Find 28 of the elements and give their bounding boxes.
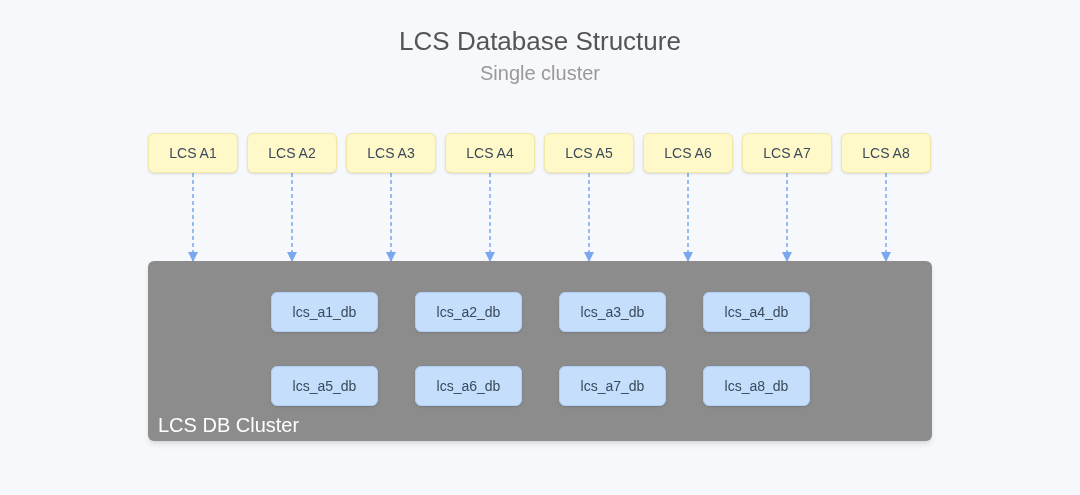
dashed-arrow [485, 172, 495, 262]
dashed-arrow [287, 172, 297, 262]
service-box: LCS A3 [346, 133, 436, 173]
dashed-arrow [683, 172, 693, 262]
database-box: lcs_a1_db [271, 292, 378, 332]
database-box: lcs_a3_db [559, 292, 666, 332]
database-box: lcs_a6_db [415, 366, 522, 406]
dashed-arrow [584, 172, 594, 262]
service-box: LCS A6 [643, 133, 733, 173]
database-box: lcs_a5_db [271, 366, 378, 406]
database-box: lcs_a2_db [415, 292, 522, 332]
service-box: LCS A1 [148, 133, 238, 173]
dashed-arrow [386, 172, 396, 262]
service-box: LCS A7 [742, 133, 832, 173]
dashed-arrow [782, 172, 792, 262]
diagram-subtitle: Single cluster [479, 61, 601, 86]
cluster-label: LCS DB Cluster [158, 413, 300, 438]
database-box: lcs_a4_db [703, 292, 810, 332]
service-box: LCS A2 [247, 133, 337, 173]
database-box: lcs_a8_db [703, 366, 810, 406]
database-box: lcs_a7_db [559, 366, 666, 406]
dashed-arrow [881, 172, 891, 262]
dashed-arrow [188, 172, 198, 262]
diagram-title: LCS Database Structure [399, 25, 681, 58]
service-box: LCS A4 [445, 133, 535, 173]
cluster-panel [148, 261, 932, 441]
service-box: LCS A8 [841, 133, 931, 173]
service-box: LCS A5 [544, 133, 634, 173]
